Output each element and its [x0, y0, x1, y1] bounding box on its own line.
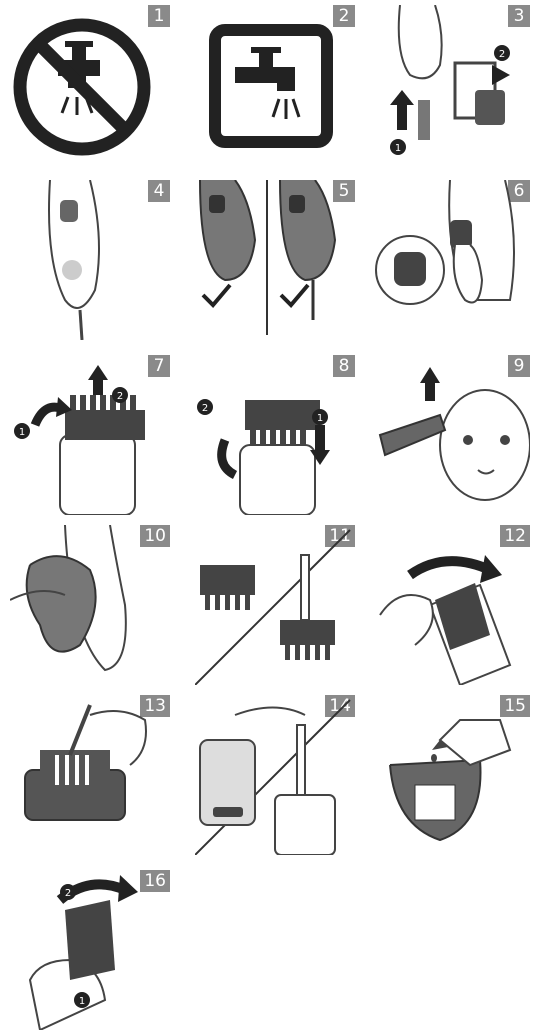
no-water-icon — [10, 5, 170, 165]
step-7-panel: 7 1 2 — [10, 355, 170, 515]
svg-text:2: 2 — [117, 391, 123, 402]
svg-text:2: 2 — [499, 49, 505, 60]
step-10-panel: 10 — [10, 525, 170, 685]
open-blade-icon — [370, 525, 530, 685]
step-8-panel: 8 2 1 — [195, 355, 355, 515]
step-6-panel: 6 — [370, 180, 530, 340]
svg-text:1: 1 — [317, 413, 323, 424]
cloth-wipe-icon — [10, 525, 170, 685]
power-button-icon — [370, 180, 530, 340]
step-4-panel: 4 — [10, 180, 170, 340]
step-12-panel: 12 — [370, 525, 530, 685]
step-15-panel: 15 — [370, 695, 530, 855]
brush-chamber-icon — [195, 695, 355, 855]
replace-blade-icon: 2 1 — [10, 870, 170, 1030]
step-2-panel: 2 — [195, 5, 355, 165]
step-11-panel: 11 — [195, 525, 355, 685]
attach-comb-icon: 2 1 — [195, 355, 355, 515]
oil-drop-icon — [370, 695, 530, 855]
step-3-panel: 3 1 2 — [370, 5, 530, 165]
svg-text:1: 1 — [19, 427, 25, 438]
water-allowed-icon — [195, 5, 355, 165]
svg-text:1: 1 — [79, 996, 85, 1007]
step-5-panel: 5 — [195, 180, 355, 340]
brush-blade-icon — [10, 695, 170, 855]
plug-in-adapter-icon: 1 2 — [370, 5, 530, 165]
clean-comb-icon — [195, 525, 355, 685]
remove-comb-icon: 1 2 — [10, 355, 170, 515]
step-13-panel: 13 — [10, 695, 170, 855]
child-haircut-icon — [370, 355, 530, 515]
step-16-panel: 16 2 1 — [10, 870, 170, 1030]
svg-text:1: 1 — [395, 143, 401, 154]
check-icon — [195, 180, 355, 340]
step-1-panel: 1 — [10, 5, 170, 165]
svg-text:2: 2 — [65, 888, 71, 899]
step-9-panel: 9 — [370, 355, 530, 515]
charging-light-icon — [10, 180, 170, 340]
svg-text:2: 2 — [202, 403, 208, 414]
step-14-panel: 14 — [195, 695, 355, 855]
